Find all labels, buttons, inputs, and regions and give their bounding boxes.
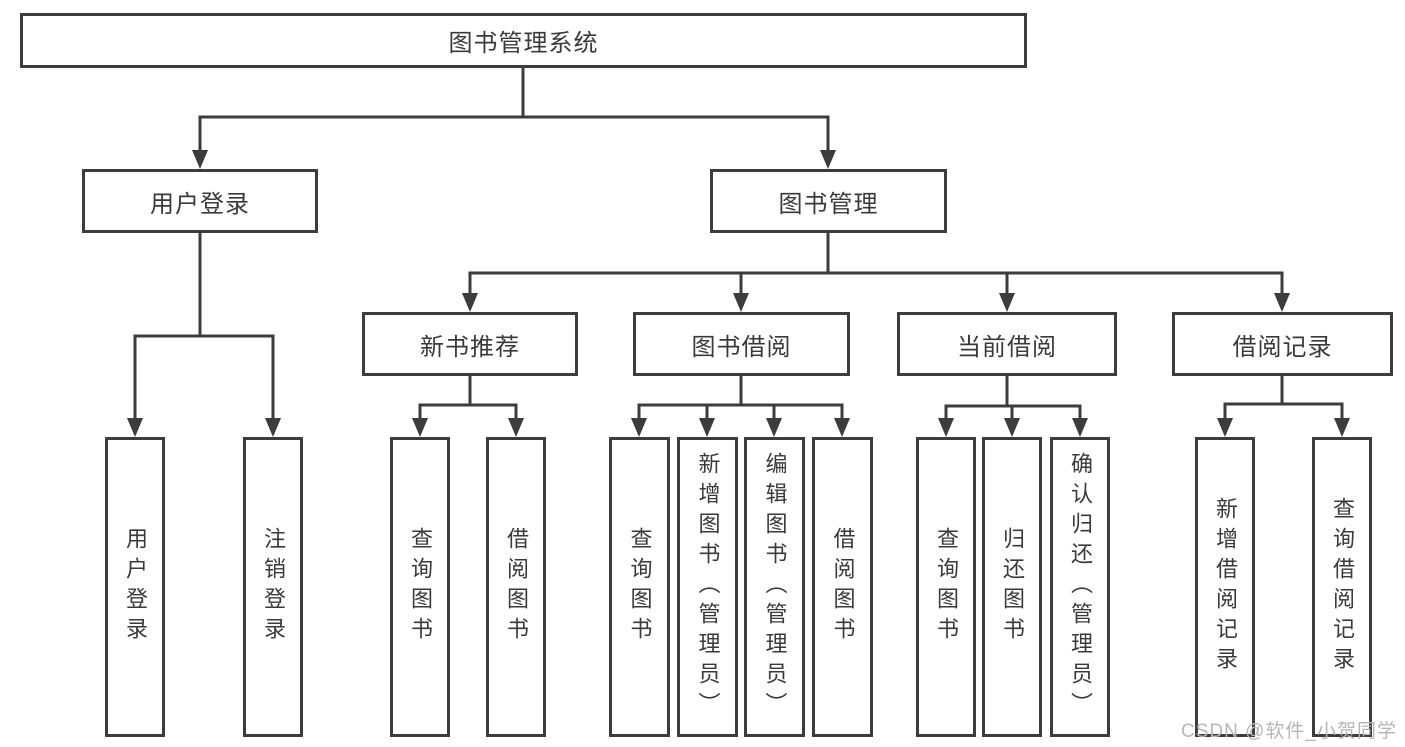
leaf-borrow-books-borrowing: 借阅图书: [812, 437, 873, 737]
leaf-query-books-borrowing: 查询图书: [609, 437, 670, 737]
node-label: 图书借阅: [691, 333, 792, 361]
leaf-label: 查询借阅记录: [1330, 497, 1355, 677]
leaf-label: 查询图书: [934, 527, 959, 647]
leaf-label: 用户登录: [123, 527, 148, 647]
leaf-label: 注销登录: [261, 527, 286, 647]
node-new-book-recommendation: 新书推荐: [362, 312, 578, 376]
leaf-label: 归还图书: [1000, 527, 1025, 647]
node-current-borrowing: 当前借阅: [897, 312, 1117, 376]
leaf-query-borrow-record: 查询借阅记录: [1312, 437, 1372, 737]
node-label: 图书管理系统: [448, 30, 599, 57]
leaf-borrow-books-recommend: 借阅图书: [486, 437, 546, 737]
node-label: 借阅记录: [1232, 333, 1333, 361]
leaf-label: 查询图书: [627, 527, 653, 647]
node-label: 当前借阅: [957, 333, 1057, 361]
leaf-query-books-recommend: 查询图书: [390, 437, 450, 737]
node-label: 新书推荐: [420, 333, 520, 361]
leaf-label: 借阅图书: [830, 527, 856, 647]
leaf-confirm-return-admin: 确认归还（管理员）: [1050, 437, 1110, 737]
leaf-logout: 注销登录: [243, 437, 303, 737]
node-library-system: 图书管理系统: [20, 13, 1027, 68]
leaf-label: 新增借阅记录: [1213, 497, 1238, 677]
watermark-text: CSDN @软件_小贺同学: [1181, 721, 1397, 742]
node-borrowing-records: 借阅记录: [1172, 312, 1393, 376]
leaf-add-borrow-record: 新增借阅记录: [1195, 437, 1255, 737]
node-label: 用户登录: [150, 190, 250, 218]
node-user-login: 用户登录: [82, 169, 318, 233]
leaf-query-books-current: 查询图书: [916, 437, 976, 737]
leaf-user-login: 用户登录: [105, 437, 165, 737]
leaf-label: 查询图书: [408, 527, 433, 647]
leaf-edit-book-admin: 编辑图书（管理员）: [744, 437, 805, 737]
node-book-management: 图书管理: [710, 169, 947, 233]
leaf-return-books: 归还图书: [982, 437, 1042, 737]
leaf-add-book-admin: 新增图书（管理员）: [677, 437, 738, 737]
leaf-label: 编辑图书（管理员）: [762, 452, 788, 722]
leaf-label: 确认归还（管理员）: [1068, 452, 1093, 722]
node-label: 图书管理: [778, 190, 879, 218]
leaf-label: 新增图书（管理员）: [695, 452, 721, 722]
leaf-label: 借阅图书: [504, 527, 529, 647]
node-book-borrowing: 图书借阅: [633, 312, 850, 376]
